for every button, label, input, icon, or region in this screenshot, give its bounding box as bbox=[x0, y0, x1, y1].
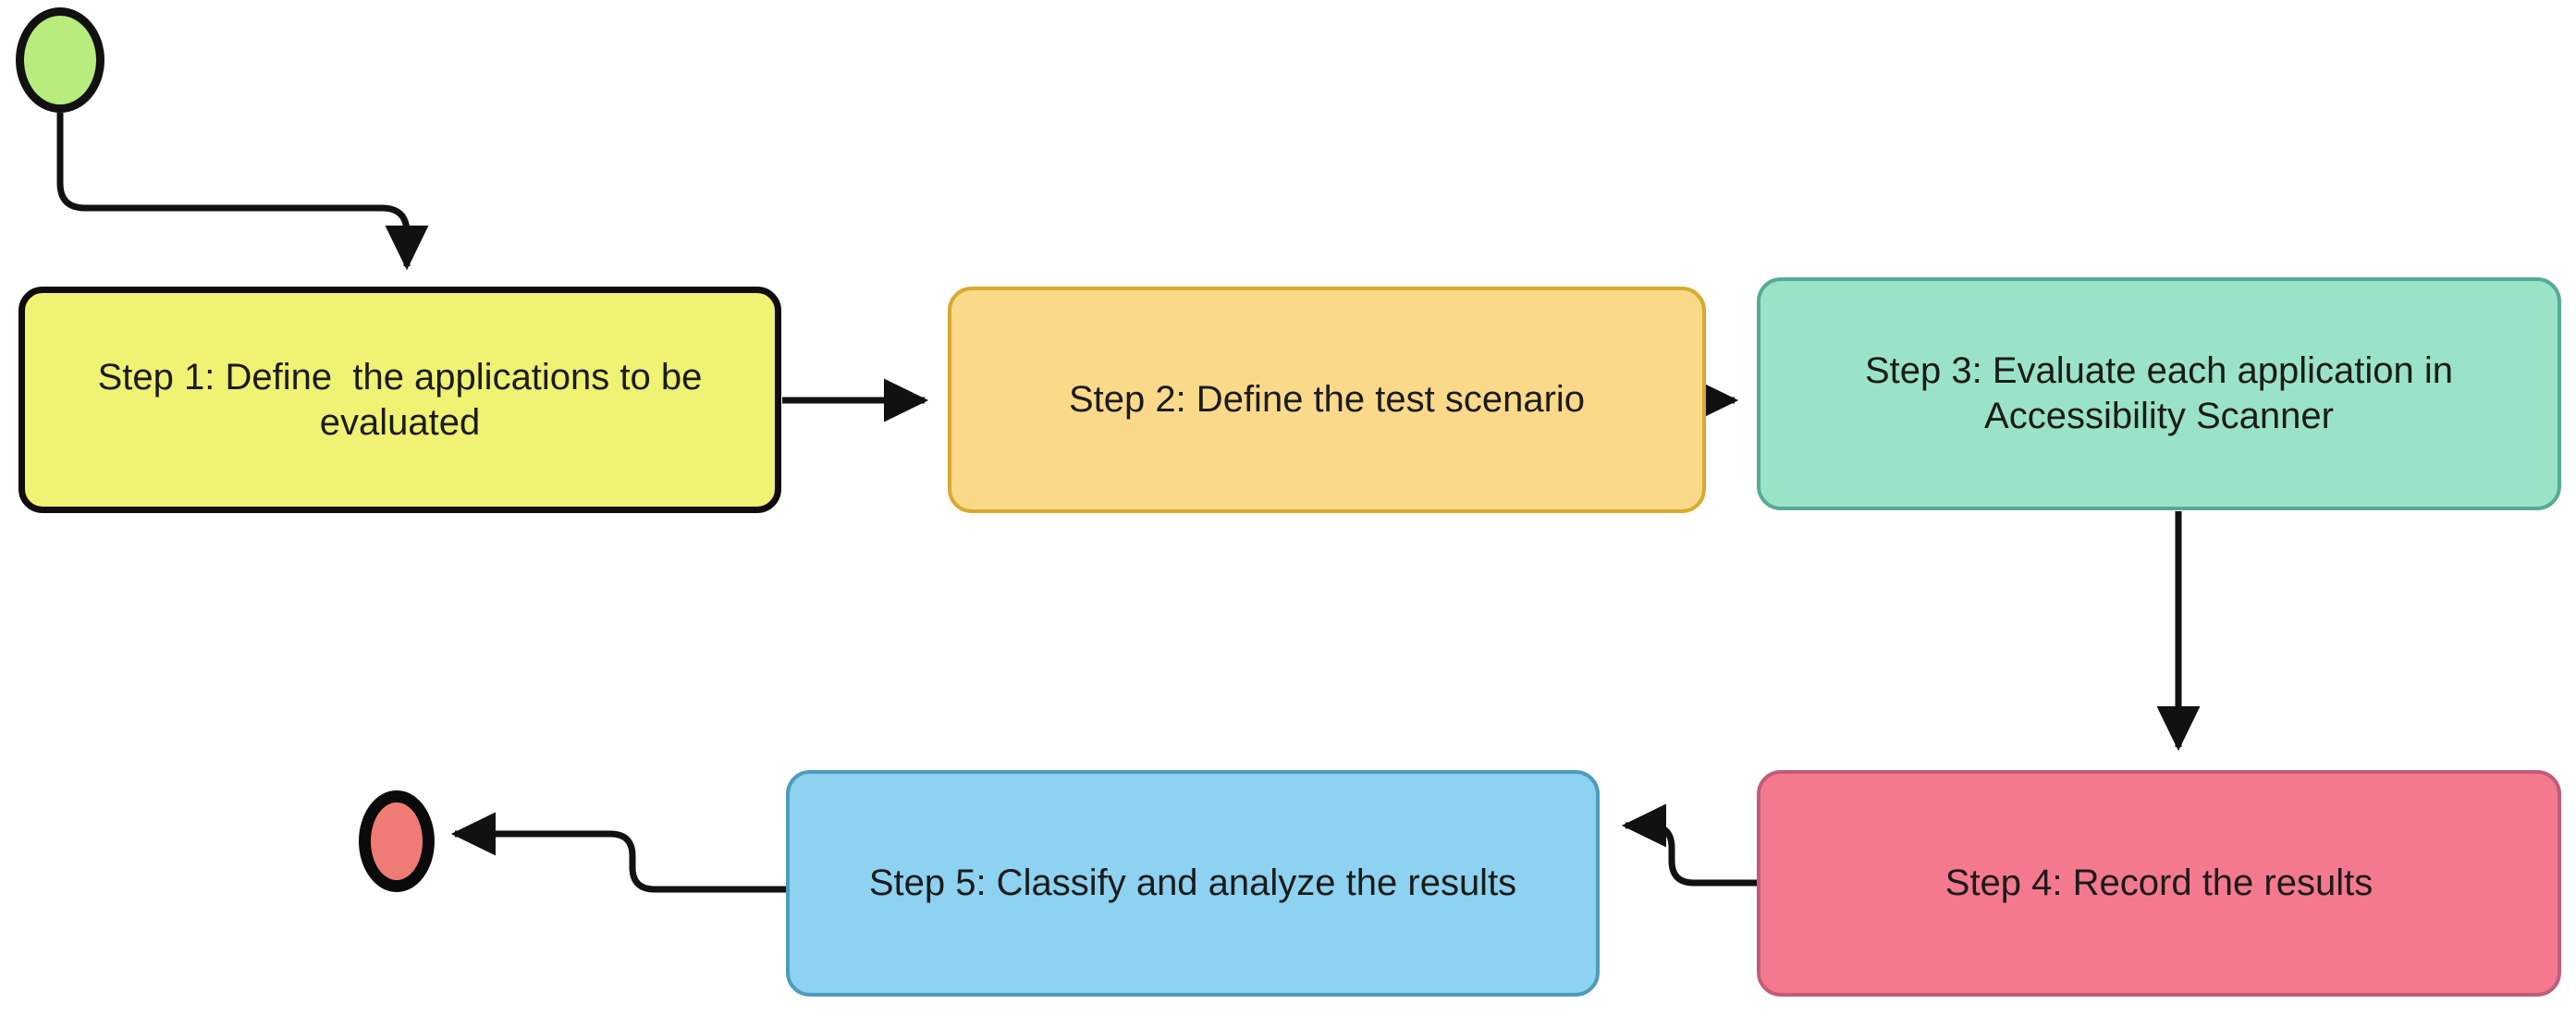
edge-start-to-step1 bbox=[56, 113, 429, 271]
node-step-3[interactable]: Step 3: Evaluate each application in Acc… bbox=[1757, 277, 2561, 510]
edge-step4-to-step5 bbox=[1621, 803, 1757, 887]
end-node[interactable] bbox=[359, 790, 435, 892]
node-step-1[interactable]: Step 1: Define the applications to be ev… bbox=[18, 287, 781, 513]
edge-step5-to-end bbox=[450, 812, 786, 893]
node-step-2[interactable]: Step 2: Define the test scenario bbox=[948, 287, 1706, 513]
node-step-5[interactable]: Step 5: Classify and analyze the results bbox=[786, 770, 1600, 997]
start-node[interactable] bbox=[16, 7, 104, 113]
node-step-4[interactable]: Step 4: Record the results bbox=[1757, 770, 2561, 997]
